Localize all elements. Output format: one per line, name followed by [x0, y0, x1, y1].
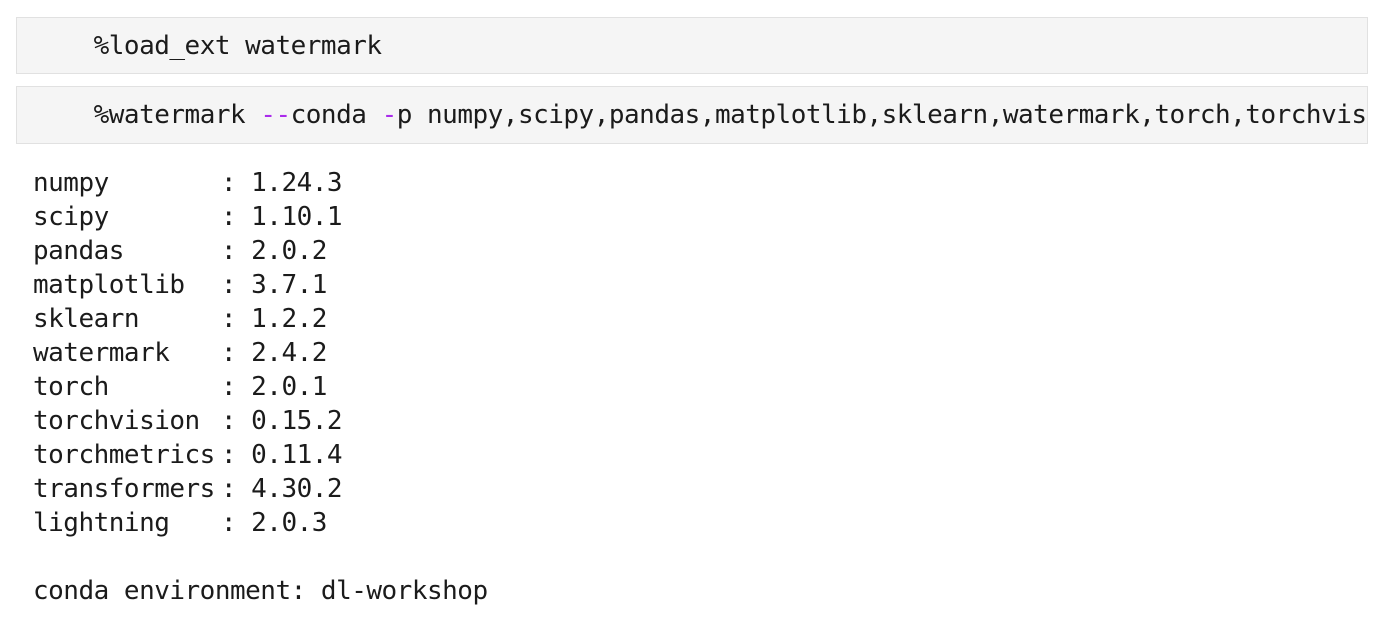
package-name: pandas	[33, 236, 124, 266]
package-version-row: transformers: 4.30.2	[33, 472, 488, 506]
option-name-conda: conda	[290, 100, 367, 130]
package-version: 2.4.2	[251, 338, 327, 368]
package-version-row: pandas: 2.0.2	[33, 234, 488, 268]
package-name: watermark	[33, 338, 170, 368]
code-line: %watermark --conda -p numpy,scipy,pandas…	[33, 87, 1368, 143]
package-version: 0.11.4	[251, 440, 343, 470]
separator: :	[220, 168, 252, 198]
package-version-row: sklearn: 1.2.2	[33, 302, 488, 336]
cell-output: numpy: 1.24.3 scipy: 1.10.1 pandas: 2.0.…	[33, 166, 488, 608]
package-name: scipy	[33, 202, 109, 232]
package-list-arg: numpy,scipy,pandas,matplotlib,sklearn,wa…	[411, 100, 1368, 130]
separator: :	[220, 508, 252, 538]
package-version: 0.15.2	[251, 406, 343, 436]
separator: :	[220, 474, 252, 504]
blank-line	[33, 540, 488, 574]
separator: :	[220, 338, 252, 368]
package-version: 2.0.1	[251, 372, 327, 402]
option-name-p: p	[396, 100, 413, 130]
code-cell-watermark[interactable]: %watermark --conda -p numpy,scipy,pandas…	[16, 86, 1368, 144]
package-version: 1.10.1	[251, 202, 343, 232]
option-dash-conda: --	[260, 100, 291, 130]
package-name: transformers	[33, 474, 215, 504]
package-version-row: numpy: 1.24.3	[33, 166, 488, 200]
package-version-row: torch: 2.0.1	[33, 370, 488, 404]
package-name: numpy	[33, 168, 109, 198]
package-version: 4.30.2	[251, 474, 343, 504]
separator: :	[220, 236, 252, 266]
package-version: 1.2.2	[251, 304, 327, 334]
package-version: 2.0.2	[251, 236, 327, 266]
package-version-row: torchmetrics: 0.11.4	[33, 438, 488, 472]
space	[366, 100, 381, 130]
code-line: %load_ext watermark	[33, 18, 382, 73]
package-name: lightning	[33, 508, 170, 538]
separator: :	[220, 406, 252, 436]
package-name: torchvision	[33, 406, 200, 436]
conda-environment-line: conda environment: dl-workshop	[33, 576, 488, 606]
separator: :	[220, 270, 252, 300]
package-version: 2.0.3	[251, 508, 327, 538]
code-text: %load_ext watermark	[93, 30, 382, 61]
option-dash-p: -	[381, 100, 398, 130]
magic-command-text: %watermark	[93, 100, 261, 130]
package-version-row: scipy: 1.10.1	[33, 200, 488, 234]
separator: :	[220, 202, 252, 232]
package-version-row: watermark: 2.4.2	[33, 336, 488, 370]
package-name: torchmetrics	[33, 440, 215, 470]
package-version-row: matplotlib: 3.7.1	[33, 268, 488, 302]
package-version-row: torchvision: 0.15.2	[33, 404, 488, 438]
separator: :	[220, 440, 252, 470]
package-version: 1.24.3	[251, 168, 343, 198]
package-name: torch	[33, 372, 109, 402]
package-name: matplotlib	[33, 270, 185, 300]
code-cell-load-ext[interactable]: %load_ext watermark	[16, 17, 1368, 74]
package-version: 3.7.1	[251, 270, 327, 300]
package-name: sklearn	[33, 304, 140, 334]
separator: :	[220, 304, 252, 334]
separator: :	[220, 372, 252, 402]
package-version-row: lightning: 2.0.3	[33, 506, 488, 540]
